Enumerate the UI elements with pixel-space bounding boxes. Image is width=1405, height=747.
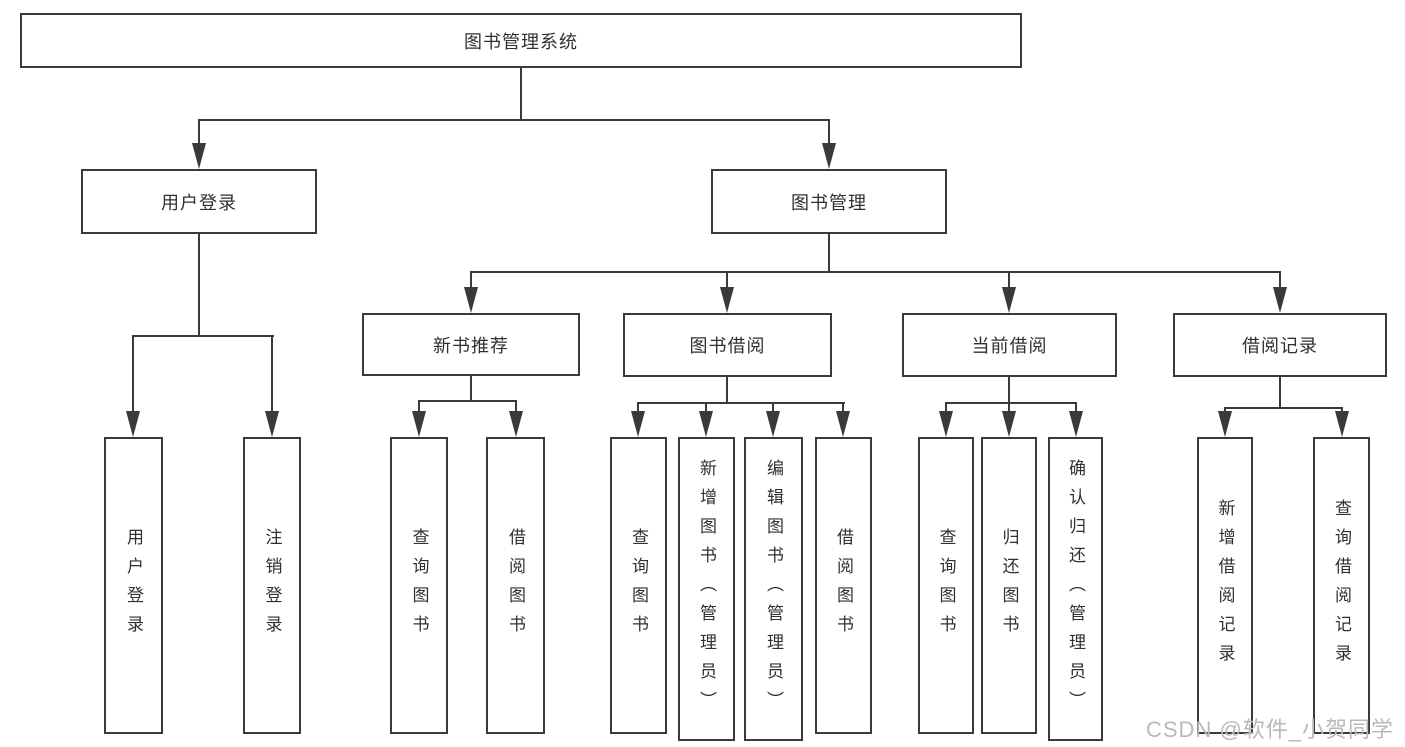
arrowhead-down-icon — [126, 411, 140, 437]
leaf-label: 查询图书 — [409, 527, 429, 644]
leaf-query-book-current: 查询图书 — [918, 437, 974, 734]
connector-line — [1008, 402, 1010, 417]
connector-line — [470, 271, 472, 293]
connector-line — [471, 271, 1281, 273]
connector-line — [1075, 402, 1077, 417]
node-book-management: 图书管理 — [711, 169, 947, 234]
arrowhead-down-icon — [766, 411, 780, 437]
arrowhead-down-icon — [1335, 411, 1349, 437]
connector-line — [726, 271, 728, 293]
connector-line — [1008, 271, 1010, 293]
arrowhead-down-icon — [939, 411, 953, 437]
node-label: 当前借阅 — [971, 336, 1048, 356]
leaf-add-book-admin: 新增图书（管理员） — [678, 437, 735, 741]
connector-line — [1225, 407, 1343, 409]
connector-line — [772, 402, 774, 417]
arrowhead-down-icon — [836, 411, 850, 437]
leaf-label: 用户登录 — [124, 527, 143, 644]
connector-line — [945, 402, 947, 417]
connector-line — [946, 402, 1077, 404]
node-label: 图书管理 — [791, 192, 867, 213]
leaf-borrow-book: 借阅图书 — [815, 437, 872, 734]
leaf-label: 借阅图书 — [506, 527, 525, 644]
leaf-edit-book-admin: 编辑图书（管理员） — [744, 437, 803, 741]
leaf-label: 确认归还（管理员） — [1066, 458, 1085, 720]
connector-line — [638, 402, 845, 404]
connector-line — [198, 234, 200, 337]
node-label: 图书借阅 — [689, 336, 766, 356]
node-user-login: 用户登录 — [81, 169, 317, 234]
csdn-watermark: CSDN @软件_小贺同学 — [1146, 717, 1395, 742]
arrowhead-down-icon — [1218, 411, 1232, 437]
arrowhead-down-icon — [1002, 411, 1016, 437]
connector-line — [470, 376, 472, 402]
arrowhead-down-icon — [412, 411, 426, 437]
connector-line — [637, 402, 639, 417]
leaf-label: 新增图书（管理员） — [697, 458, 716, 720]
arrowhead-down-icon — [699, 411, 713, 437]
connector-line — [1279, 271, 1281, 293]
arrowhead-down-icon — [720, 287, 734, 313]
node-label: 图书管理系统 — [464, 31, 578, 52]
leaf-label: 编辑图书（管理员） — [764, 458, 783, 720]
arrowhead-down-icon — [631, 411, 645, 437]
connector-line — [271, 335, 273, 417]
leaf-return-book: 归还图书 — [981, 437, 1037, 734]
connector-line — [199, 119, 830, 121]
leaf-label: 注销登录 — [262, 527, 282, 644]
connector-line — [198, 119, 200, 149]
leaf-logout: 注销登录 — [243, 437, 301, 734]
leaf-label: 新增借阅记录 — [1215, 498, 1235, 673]
node-label: 用户登录 — [161, 192, 237, 213]
connector-line — [1008, 377, 1010, 404]
node-new-book-recommend: 新书推荐 — [362, 313, 580, 376]
node-library-system: 图书管理系统 — [20, 13, 1022, 68]
arrowhead-down-icon — [265, 411, 279, 437]
arrowhead-down-icon — [509, 411, 523, 437]
connector-line — [515, 400, 517, 417]
node-borrow-records: 借阅记录 — [1173, 313, 1387, 377]
node-book-borrow: 图书借阅 — [623, 313, 832, 377]
arrowhead-down-icon — [192, 143, 206, 169]
node-current-borrow: 当前借阅 — [902, 313, 1117, 377]
connector-line — [726, 377, 728, 404]
arrowhead-down-icon — [822, 143, 836, 169]
leaf-query-book-recommend: 查询图书 — [390, 437, 448, 734]
leaf-user-login: 用户登录 — [104, 437, 163, 734]
node-label: 借阅记录 — [1242, 336, 1318, 356]
connector-line — [1279, 377, 1281, 409]
leaf-borrow-book-recommend: 借阅图书 — [486, 437, 545, 734]
connector-line — [133, 335, 274, 337]
leaf-add-borrow-record: 新增借阅记录 — [1197, 437, 1253, 734]
connector-line — [418, 400, 420, 417]
arrowhead-down-icon — [1002, 287, 1016, 313]
leaf-confirm-return-admin: 确认归还（管理员） — [1048, 437, 1103, 741]
connector-line — [705, 402, 707, 417]
leaf-label: 查询图书 — [629, 527, 648, 644]
leaf-query-book-borrow: 查询图书 — [610, 437, 667, 734]
connector-line — [828, 234, 830, 273]
leaf-label: 借阅图书 — [834, 527, 853, 644]
connector-line — [419, 400, 517, 402]
arrowhead-down-icon — [1273, 287, 1287, 313]
leaf-label: 查询借阅记录 — [1332, 498, 1351, 673]
connector-line — [842, 402, 844, 417]
leaf-query-borrow-record: 查询借阅记录 — [1313, 437, 1370, 734]
arrowhead-down-icon — [464, 287, 478, 313]
leaf-label: 查询图书 — [936, 527, 956, 644]
connector-line — [828, 119, 830, 149]
node-label: 新书推荐 — [433, 335, 509, 356]
connector-line — [520, 66, 522, 120]
leaf-label: 归还图书 — [999, 527, 1019, 644]
arrowhead-down-icon — [1069, 411, 1083, 437]
connector-line — [132, 335, 134, 417]
